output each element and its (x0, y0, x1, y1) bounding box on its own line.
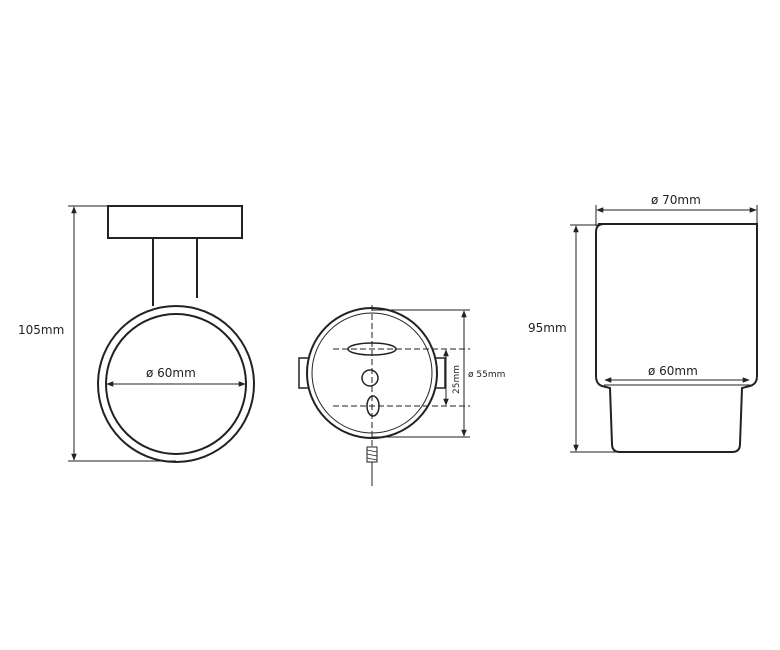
wall-plate (107, 205, 243, 239)
base-left-tab (298, 357, 309, 389)
base-diameter-label: ø 55mm (468, 370, 505, 380)
cup-outer-outline (595, 223, 758, 453)
upper-slot-hole (347, 342, 397, 356)
holder-ring-outer (97, 305, 255, 463)
cup-top-diameter-label: ø 70mm (651, 193, 701, 207)
holder-height-label: 105mm (18, 323, 64, 337)
holder-ring-inner (105, 313, 247, 455)
holder-side-view: ø 60mm 105mm (18, 205, 255, 463)
cup-bottom-diameter-label: ø 60mm (648, 364, 698, 378)
center-hole (361, 369, 379, 387)
base-back-view: 25mm ø 55mm (298, 305, 505, 486)
screw-thread (366, 449, 378, 461)
cup-side-view: ø 70mm 95mm ø 60mm (528, 193, 758, 453)
lower-slot-hole (366, 395, 380, 417)
cup-height-label: 95mm (528, 321, 567, 335)
ring-diameter-label: ø 60mm (146, 366, 196, 380)
mount-spacing-label: 25mm (452, 365, 462, 394)
